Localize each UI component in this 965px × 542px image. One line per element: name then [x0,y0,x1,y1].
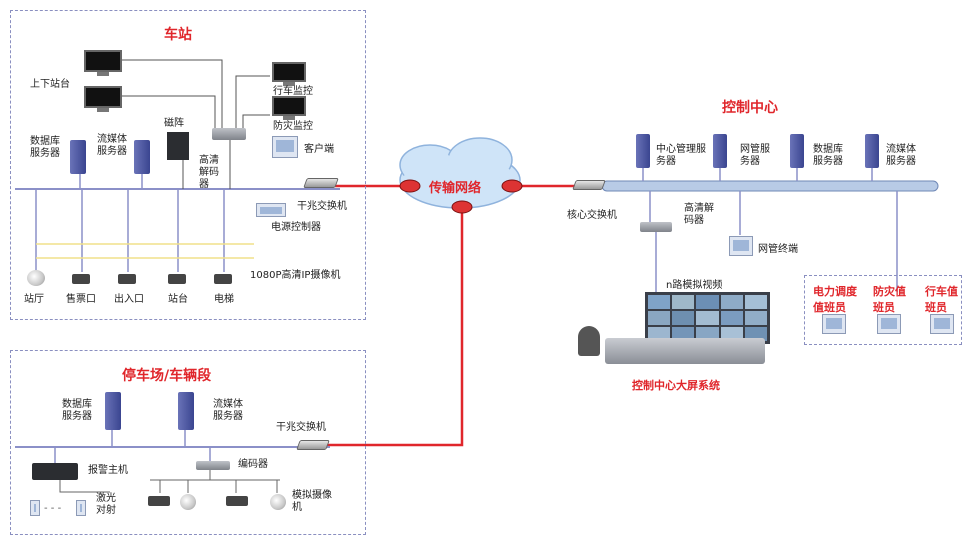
depot-box-camera-icon [226,496,248,506]
up-down-platform-label: 上下站台 [30,79,70,91]
ticket-camera-icon [72,274,90,284]
netmgmt-terminal-label: 网管终端 [758,244,798,256]
alarm-host-icon [32,463,78,480]
camera-note-label: 1080P高清IP摄像机 [250,270,346,282]
client-pc-icon [272,136,298,158]
station-switch-icon [303,178,339,188]
central-mgmt-server-icon [636,134,650,168]
laser-receiver-icon [76,500,86,516]
alarm-host-label: 报警主机 [88,465,128,477]
cc-db-server-label: 数据库服务器 [813,144,849,168]
analog-camera-label: 模拟摄像机 [292,490,334,514]
depot-media-server-icon [178,392,194,430]
core-switch-label: 核心交换机 [567,210,617,222]
cc-netmgmt-server-label: 网管服务器 [740,144,776,168]
disaster-duty-label: 防灾值班员 [873,283,909,315]
cc-media-server-icon [865,134,879,168]
train-duty-pc-icon [930,314,954,334]
network-label: 传输网络 [429,177,481,196]
cc-hd-decoder-label: 高清解码器 [684,203,720,227]
cc-db-server-icon [790,134,804,168]
cc-media-server-label: 流媒体服务器 [886,144,922,168]
station-media-server-label: 流媒体服务器 [97,134,133,158]
console-desk-icon [605,338,765,364]
big-screen-label: 控制中心大屏系统 [632,377,720,393]
network-cloud [400,138,520,208]
elevator-label: 电梯 [214,294,234,306]
disaster-monitor-label: 防灾监控 [273,121,313,133]
disaster-monitor-icon [272,96,306,116]
control-center-title: 控制中心 [722,97,778,117]
depot-switch-label: 干兆交换机 [276,422,326,434]
depot-switch-icon [296,440,330,450]
depot-box-camera-icon [148,496,170,506]
platform-label: 站台 [168,294,188,306]
analog-video-label: n路模拟视频 [666,280,722,292]
matrix-label: 磁阵 [164,118,184,130]
entrance-camera-icon [118,274,136,284]
station-switch-label: 干兆交换机 [297,201,347,213]
video-wall-icon [645,292,770,344]
depot-title: 停车场/车辆段 [122,365,211,385]
laser-emitter-icon [30,500,40,516]
hall-camera-icon [27,270,45,286]
depot-dome-camera-icon [180,494,196,510]
power-controller-label: 电源控制器 [271,222,321,234]
station-title: 车站 [164,24,192,44]
client-label: 客户端 [304,144,334,156]
encoder-icon [196,461,230,470]
depot-db-server-icon [105,392,121,430]
disk-array-icon [167,132,189,160]
cc-netmgmt-server-icon [713,134,727,168]
elevator-camera-icon [214,274,232,284]
station-db-server-label: 数据库服务器 [30,136,66,160]
train-monitor-icon [272,62,306,82]
encoder-label: 编码器 [238,459,268,471]
operator-icon [578,326,600,356]
disaster-duty-pc-icon [877,314,901,334]
control-bus [602,181,938,191]
cc-hd-decoder-icon [640,222,672,232]
platform-camera-icon [168,274,186,284]
entrance-label: 出入口 [114,294,144,306]
core-switch-icon [572,180,606,190]
platform-monitor-icon [84,50,122,72]
station-media-server-icon [134,140,150,174]
ticket-label: 售票口 [66,294,96,306]
station-hd-decoder-label: 高清解码器 [199,155,223,191]
laser-beam-label: 激光对射 [96,493,124,517]
depot-media-server-label: 流媒体服务器 [213,399,249,423]
depot-dome-camera-icon [270,494,286,510]
depot-db-server-label: 数据库服务器 [62,399,98,423]
station-db-server-icon [70,140,86,174]
central-mgmt-server-label: 中心管理服务器 [656,144,712,168]
power-dispatcher-pc-icon [822,314,846,334]
power-dispatcher-label: 电力调度值班员 [813,283,861,315]
platform-monitor-icon [84,86,122,108]
netmgmt-terminal-icon [729,236,753,256]
hd-decoder-icon [212,128,246,140]
train-duty-label: 行车值班员 [925,283,961,315]
laser-dashes: - - - [44,503,61,515]
power-controller-icon [256,203,286,217]
hall-label: 站厅 [24,294,44,306]
